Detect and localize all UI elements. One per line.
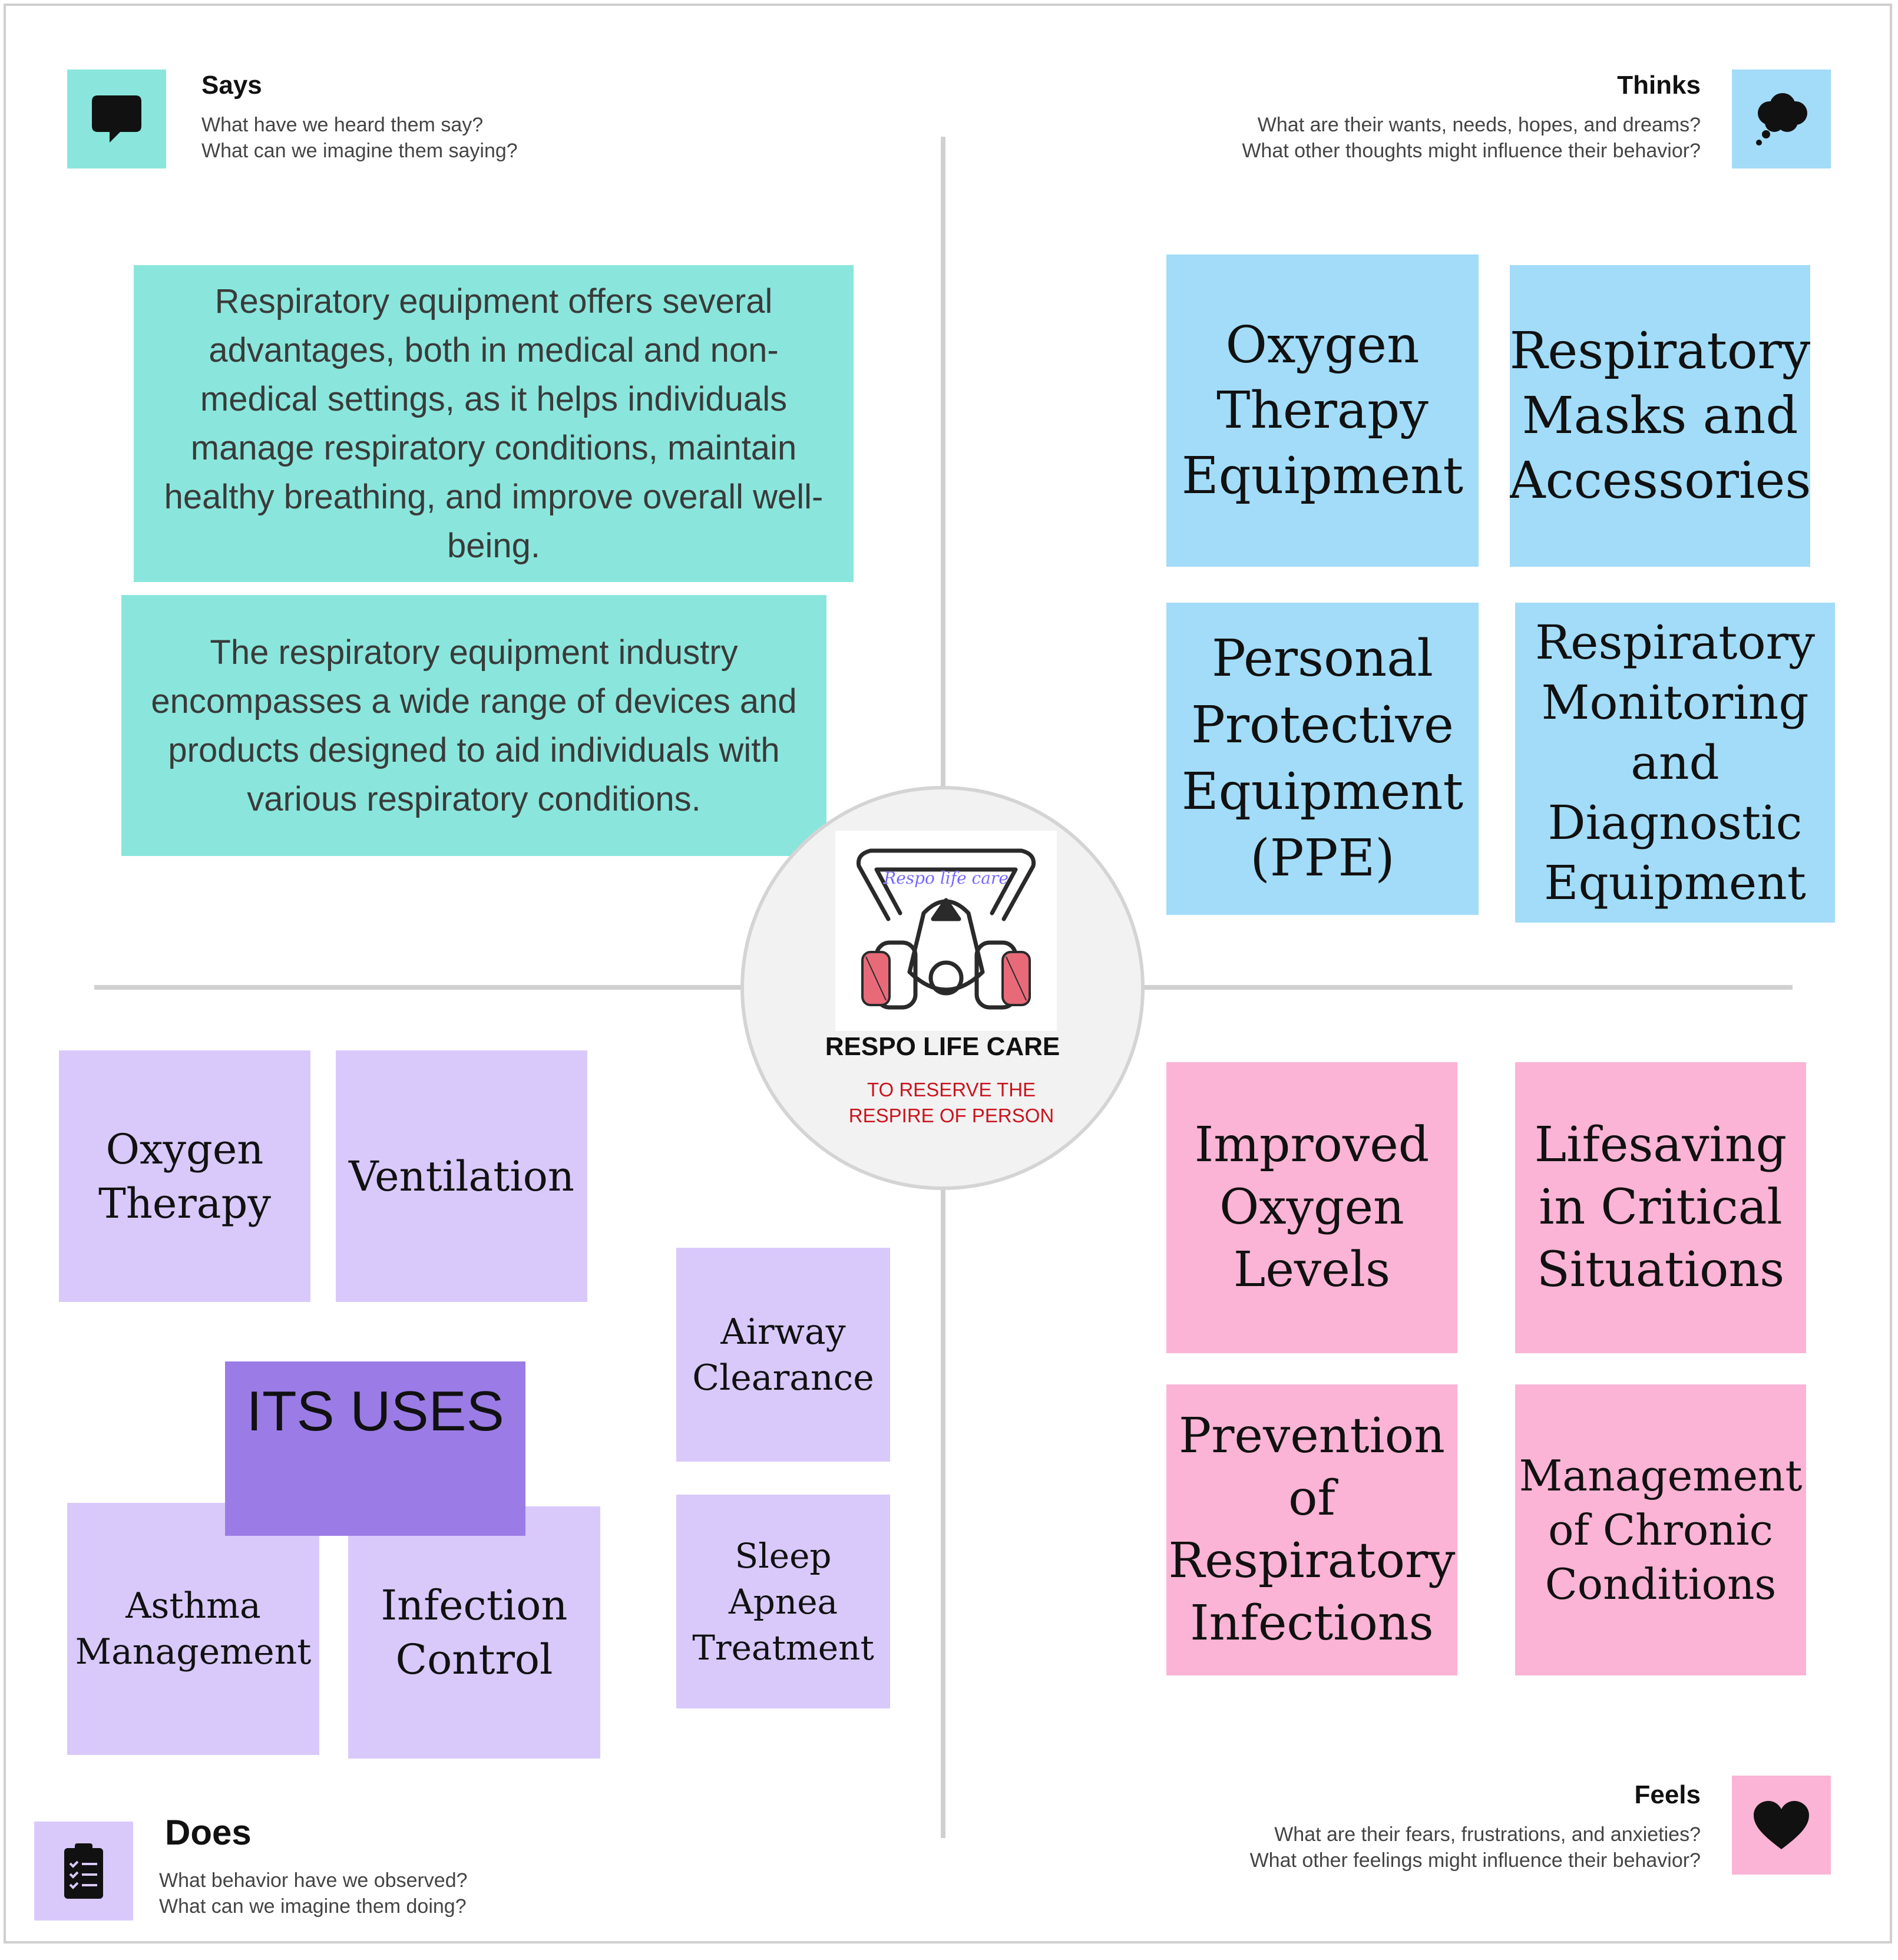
vertical-axis-top	[941, 137, 945, 786]
feels-title: Feels	[1634, 1780, 1701, 1809]
brand-tagline: TO RESERVE THE RESPIRE OF PERSON	[848, 1079, 1054, 1126]
thinks-sticky-note[interactable]: Respiratory Masks and Accessories	[1510, 265, 1810, 567]
thinks-question-1: What are their wants, needs, hopes, and …	[1257, 114, 1701, 136]
canvas-frame	[4, 4, 1892, 1944]
thinks-note-text: Respiratory Masks and Accessories	[1510, 322, 1810, 510]
does-icon-box	[34, 1822, 133, 1921]
does-sticky-note[interactable]: Oxygen Therapy	[59, 1050, 310, 1302]
thinks-note-text: Personal Protective Equipment (PPE)	[1181, 629, 1464, 888]
feels-note-text: Lifesaving in Critical Situations	[1534, 1117, 1787, 1298]
says-sticky-note[interactable]: Respiratory equipment offers several adv…	[134, 265, 854, 582]
thinks-sticky-note[interactable]: Respiratory Monitoring and Diagnostic Eq…	[1515, 603, 1835, 923]
feels-note-text: Management of Chronic Conditions	[1519, 1451, 1803, 1609]
vertical-axis-bottom	[941, 1190, 945, 1838]
says-subtitle: What have we heard them say? What can we…	[201, 112, 518, 164]
says-title: Says	[201, 71, 262, 100]
horizontal-axis-right	[1145, 985, 1793, 990]
brand-name: RESPO LIFE CARE	[825, 1032, 1060, 1061]
does-sticky-note[interactable]: Infection Control	[348, 1506, 600, 1759]
feels-sticky-note[interactable]: Management of Chronic Conditions	[1515, 1384, 1806, 1675]
thinks-note-text: Oxygen Therapy Equipment	[1181, 315, 1464, 505]
does-uses-header-text: ITS USES	[246, 1380, 504, 1443]
feels-question-1: What are their fears, frustrations, and …	[1274, 1823, 1701, 1846]
clipboard-checklist-icon	[64, 1843, 103, 1899]
feels-sticky-note[interactable]: Lifesaving in Critical Situations	[1515, 1062, 1806, 1353]
does-subtitle: What behavior have we observed? What can…	[159, 1868, 468, 1919]
logo-script-text: Respo life care	[883, 868, 1008, 888]
feels-subtitle: What are their fears, frustrations, and …	[1250, 1822, 1701, 1873]
does-sticky-note[interactable]: Ventilation	[336, 1050, 587, 1302]
feels-sticky-note[interactable]: Prevention of Respiratory Infections	[1166, 1384, 1457, 1675]
feels-note-text: Prevention of Respiratory Infections	[1168, 1408, 1456, 1651]
thinks-icon-box	[1732, 70, 1831, 168]
does-note-text: Airway Clearance	[692, 1311, 874, 1399]
thought-cloud-icon	[1756, 93, 1807, 146]
thinks-question-2: What other thoughts might influence thei…	[1242, 140, 1701, 162]
says-question-1: What have we heard them say?	[201, 114, 484, 136]
does-sticky-note[interactable]: Asthma Management	[67, 1503, 319, 1755]
does-question-2: What can we imagine them doing?	[159, 1895, 467, 1918]
feels-icon-box	[1732, 1776, 1831, 1875]
says-question-2: What can we imagine them saying?	[201, 140, 518, 162]
feels-note-text: Improved Oxygen Levels	[1194, 1117, 1430, 1298]
thinks-sticky-note[interactable]: Personal Protective Equipment (PPE)	[1166, 603, 1479, 915]
heart-icon	[1754, 1801, 1809, 1849]
does-note-text: Ventilation	[348, 1152, 575, 1201]
feels-question-2: What other feelings might influence thei…	[1249, 1849, 1701, 1872]
respirator-mask-icon: Respo life care	[856, 848, 1036, 1010]
thinks-title: Thinks	[1617, 71, 1701, 100]
feels-sticky-note[interactable]: Improved Oxygen Levels	[1166, 1062, 1457, 1353]
does-note-text: Asthma Management	[75, 1585, 312, 1673]
says-sticky-note[interactable]: The respiratory equipment industry encom…	[121, 595, 826, 856]
does-sticky-note[interactable]: Sleep Apnea Treatment	[676, 1495, 890, 1708]
does-sticky-note[interactable]: Airway Clearance	[676, 1248, 890, 1462]
says-icon-box	[67, 70, 166, 168]
does-question-1: What behavior have we observed?	[159, 1869, 468, 1892]
does-note-text: Sleep Apnea Treatment	[692, 1535, 874, 1668]
does-title: Does	[165, 1813, 252, 1852]
does-note-text: Infection Control	[381, 1581, 568, 1684]
respirator-logo: Respo life care	[835, 831, 1057, 1031]
thinks-note-text: Respiratory Monitoring and Diagnostic Eq…	[1535, 614, 1816, 910]
says-note-text: Respiratory equipment offers several adv…	[164, 282, 824, 565]
thinks-subtitle: What are their wants, needs, hopes, and …	[1242, 112, 1701, 164]
does-note-text: Oxygen Therapy	[98, 1125, 271, 1228]
says-note-text: The respiratory equipment industry encom…	[151, 633, 797, 818]
horizontal-axis-left	[94, 985, 740, 990]
does-uses-header-note[interactable]: ITS USES	[225, 1361, 525, 1536]
speech-bubble-icon	[92, 95, 141, 143]
thinks-sticky-note[interactable]: Oxygen Therapy Equipment	[1166, 254, 1479, 567]
